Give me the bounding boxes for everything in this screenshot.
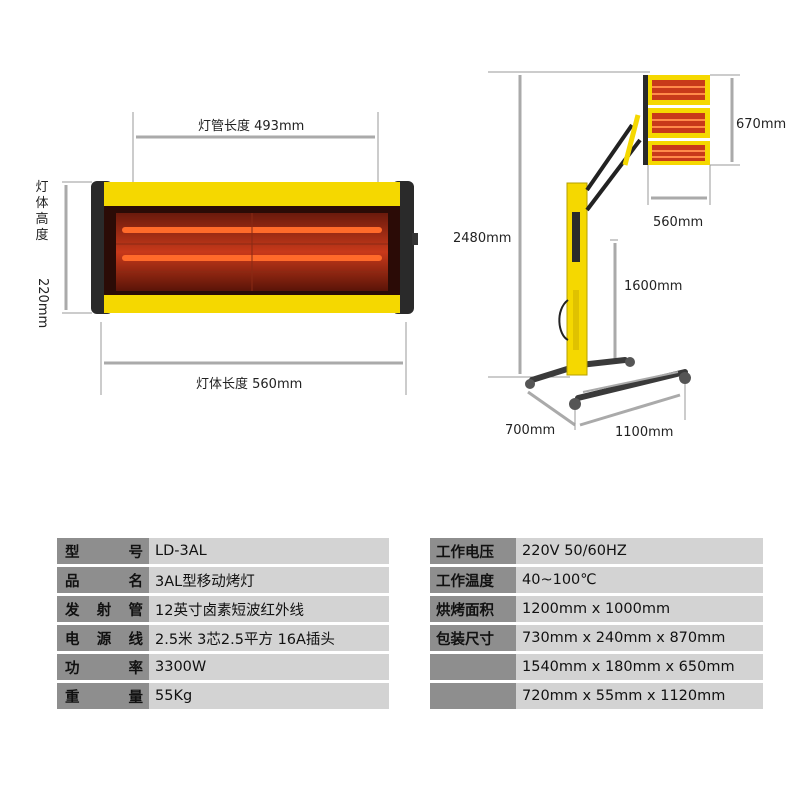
lamp-yellow-bottom xyxy=(104,295,400,313)
spec-label-char: 名 xyxy=(128,573,144,590)
table-row: 发射管 12英寸卤素短波红外线 xyxy=(57,596,389,622)
table-row: 1540mm x 180mm x 650mm xyxy=(430,654,763,680)
spec-label: 工作温度 xyxy=(436,573,494,590)
spec-label: 工作电压 xyxy=(436,544,494,561)
body-height-label: 灯体高度 xyxy=(35,180,49,243)
spec-value: 3300W xyxy=(149,654,389,680)
spec-label xyxy=(430,688,436,704)
table-row: 工作电压 220V 50/60HZ xyxy=(430,538,763,564)
spec-value: 12英寸卤素短波红外线 xyxy=(149,596,389,622)
spec-label-char: 电 xyxy=(65,631,80,648)
spec-table-left: 型 号 LD-3AL 品 名 3AL型移动烤灯 发射管 12英寸卤素短波红外线 电源… xyxy=(57,535,389,712)
spec-value: 3AL型移动烤灯 xyxy=(149,567,389,593)
spec-label-char: 功 xyxy=(65,660,80,677)
spec-label-char: 重 xyxy=(65,689,80,706)
spec-value: 1200mm x 1000mm xyxy=(516,596,763,622)
spec-label-char: 品 xyxy=(65,573,80,590)
spec-label-char: 源 xyxy=(96,631,112,648)
spec-label: 烘烤面积 xyxy=(436,602,494,619)
spec-label xyxy=(430,659,436,675)
table-row: 工作温度 40~100℃ xyxy=(430,567,763,593)
table-row: 包装尺寸 730mm x 240mm x 870mm xyxy=(430,625,763,651)
table-row: 720mm x 55mm x 1120mm xyxy=(430,683,763,709)
stand-lamp-heads xyxy=(647,75,710,165)
spec-label-char: 型 xyxy=(65,544,80,561)
spec-value: 40~100℃ xyxy=(516,567,763,593)
spec-value: 220V 50/60HZ xyxy=(516,538,763,564)
base-depth-label: 700mm xyxy=(505,423,556,438)
spec-label: 包装尺寸 xyxy=(436,631,494,648)
table-row: 功 率 3300W xyxy=(57,654,389,680)
spec-label-char: 号 xyxy=(128,544,144,561)
tube-length-label: 灯管长度 493mm xyxy=(198,119,305,134)
spec-label-char: 量 xyxy=(128,689,144,706)
pole-height-label: 1600mm xyxy=(624,279,683,294)
spec-label-char: 率 xyxy=(128,660,144,677)
table-row: 烘烤面积 1200mm x 1000mm xyxy=(430,596,763,622)
lamp-yellow-top xyxy=(104,182,400,206)
spec-value: 720mm x 55mm x 1120mm xyxy=(516,683,763,709)
spec-value: 1540mm x 180mm x 650mm xyxy=(516,654,763,680)
head-height-label: 670mm xyxy=(736,117,787,132)
head-width-label: 560mm xyxy=(653,215,704,230)
spec-value: LD-3AL xyxy=(149,538,389,564)
spec-value: 55Kg xyxy=(149,683,389,709)
stand-base xyxy=(529,357,688,401)
spec-label-char: 管 xyxy=(128,602,144,619)
body-height-value: 220mm xyxy=(35,278,50,329)
table-row: 型 号 LD-3AL xyxy=(57,538,389,564)
table-row: 电源线 2.5米 3芯2.5平方 16A插头 xyxy=(57,625,389,651)
lamp-front-diagram xyxy=(62,112,418,395)
spec-value: 2.5米 3芯2.5平方 16A插头 xyxy=(149,625,389,651)
spec-value: 730mm x 240mm x 870mm xyxy=(516,625,763,651)
base-width-label: 1100mm xyxy=(615,425,674,440)
body-length-label: 灯体长度 560mm xyxy=(196,377,303,392)
spec-label-char: 发 xyxy=(65,602,80,619)
spec-label-char: 线 xyxy=(128,631,144,648)
table-row: 品 名 3AL型移动烤灯 xyxy=(57,567,389,593)
spec-label-char: 射 xyxy=(96,602,112,619)
spec-table-right: 工作电压 220V 50/60HZ 工作温度 40~100℃ 烘烤面积 1200… xyxy=(430,535,763,712)
stand-side-diagram xyxy=(488,71,740,430)
table-row: 重 量 55Kg xyxy=(57,683,389,709)
stand-height-label: 2480mm xyxy=(453,231,512,246)
